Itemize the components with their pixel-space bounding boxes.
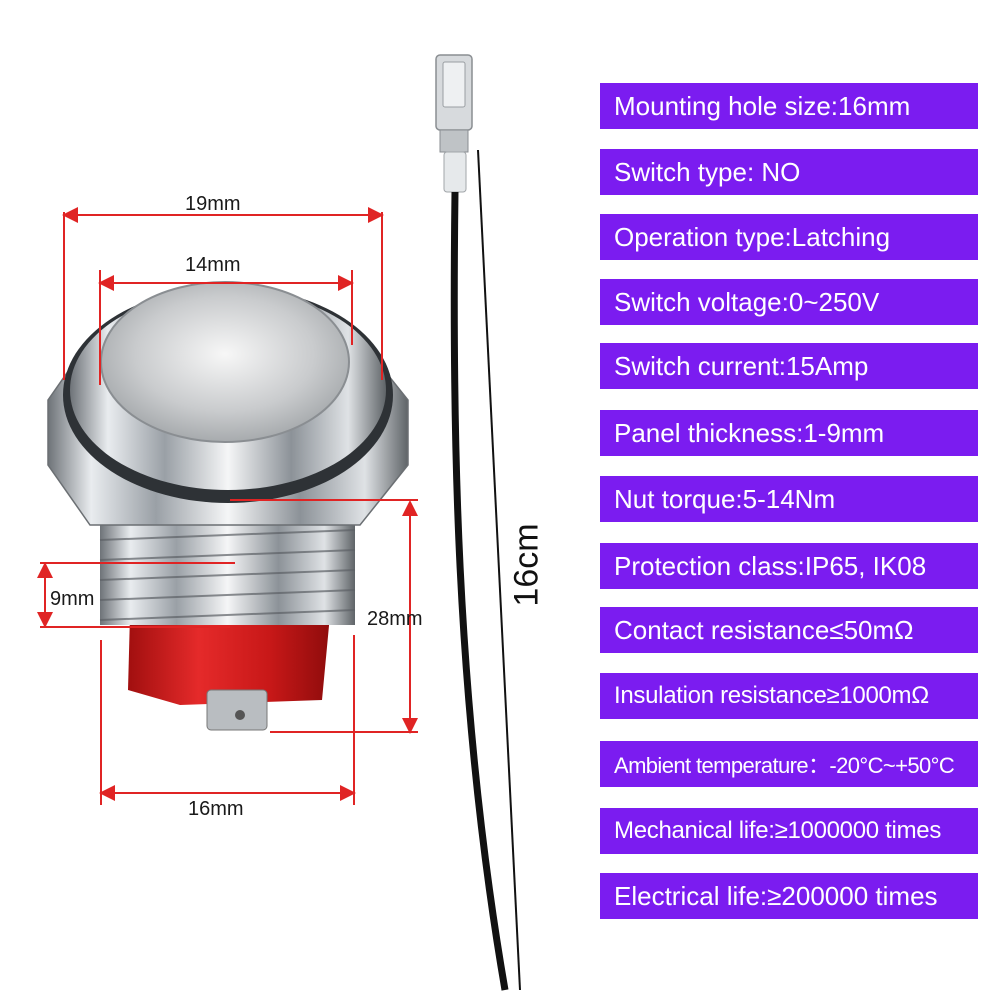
connector-slot xyxy=(442,61,466,108)
dim-thread-length: 9mm xyxy=(50,588,95,610)
terminal-hole-icon xyxy=(235,710,245,720)
spec-protection-class: Protection class:IP65, IK08 xyxy=(600,543,978,589)
wire-assembly xyxy=(435,54,521,991)
length-indicator-line xyxy=(477,149,521,991)
dim-thread-diameter: 16mm xyxy=(188,798,244,820)
wire-length-text: 16cm xyxy=(507,523,546,607)
button-face xyxy=(100,281,350,443)
spec-operation-type: Operation type:Latching xyxy=(600,214,978,260)
spec-ambient-temperature: Ambient temperature：-20°C~+50°C xyxy=(600,741,978,787)
wire xyxy=(450,191,509,991)
spec-nut-torque: Nut torque:5-14Nm xyxy=(600,476,978,522)
dim-outer-diameter: 19mm xyxy=(185,193,241,215)
wire-length-label: 16cm xyxy=(497,520,557,610)
spec-mounting-hole: Mounting hole size:16mm xyxy=(600,83,978,129)
crimp-barrel xyxy=(439,129,469,153)
spec-switch-current: Switch current:15Amp xyxy=(600,343,978,389)
spec-mechanical-life: Mechanical life:≥1000000 times xyxy=(600,808,978,854)
red-insulator xyxy=(128,615,330,705)
spec-contact-resistance: Contact resistance≤50mΩ xyxy=(600,607,978,653)
dim-button-diameter: 14mm xyxy=(185,254,241,276)
terminal-tab xyxy=(206,689,268,731)
spec-insulation-resistance: Insulation resistance≥1000mΩ xyxy=(600,673,978,719)
threaded-barrel xyxy=(100,515,355,625)
thread-lines xyxy=(99,529,356,621)
spec-electrical-life: Electrical life:≥200000 times xyxy=(600,873,978,919)
spec-panel-thickness: Panel thickness:1-9mm xyxy=(600,410,978,456)
spec-switch-type: Switch type: NO xyxy=(600,149,978,195)
wire-sleeve xyxy=(443,151,467,193)
spec-switch-voltage: Switch voltage:0~250V xyxy=(600,279,978,325)
dim-body-height: 28mm xyxy=(367,608,423,630)
dimension-lines xyxy=(37,207,418,805)
